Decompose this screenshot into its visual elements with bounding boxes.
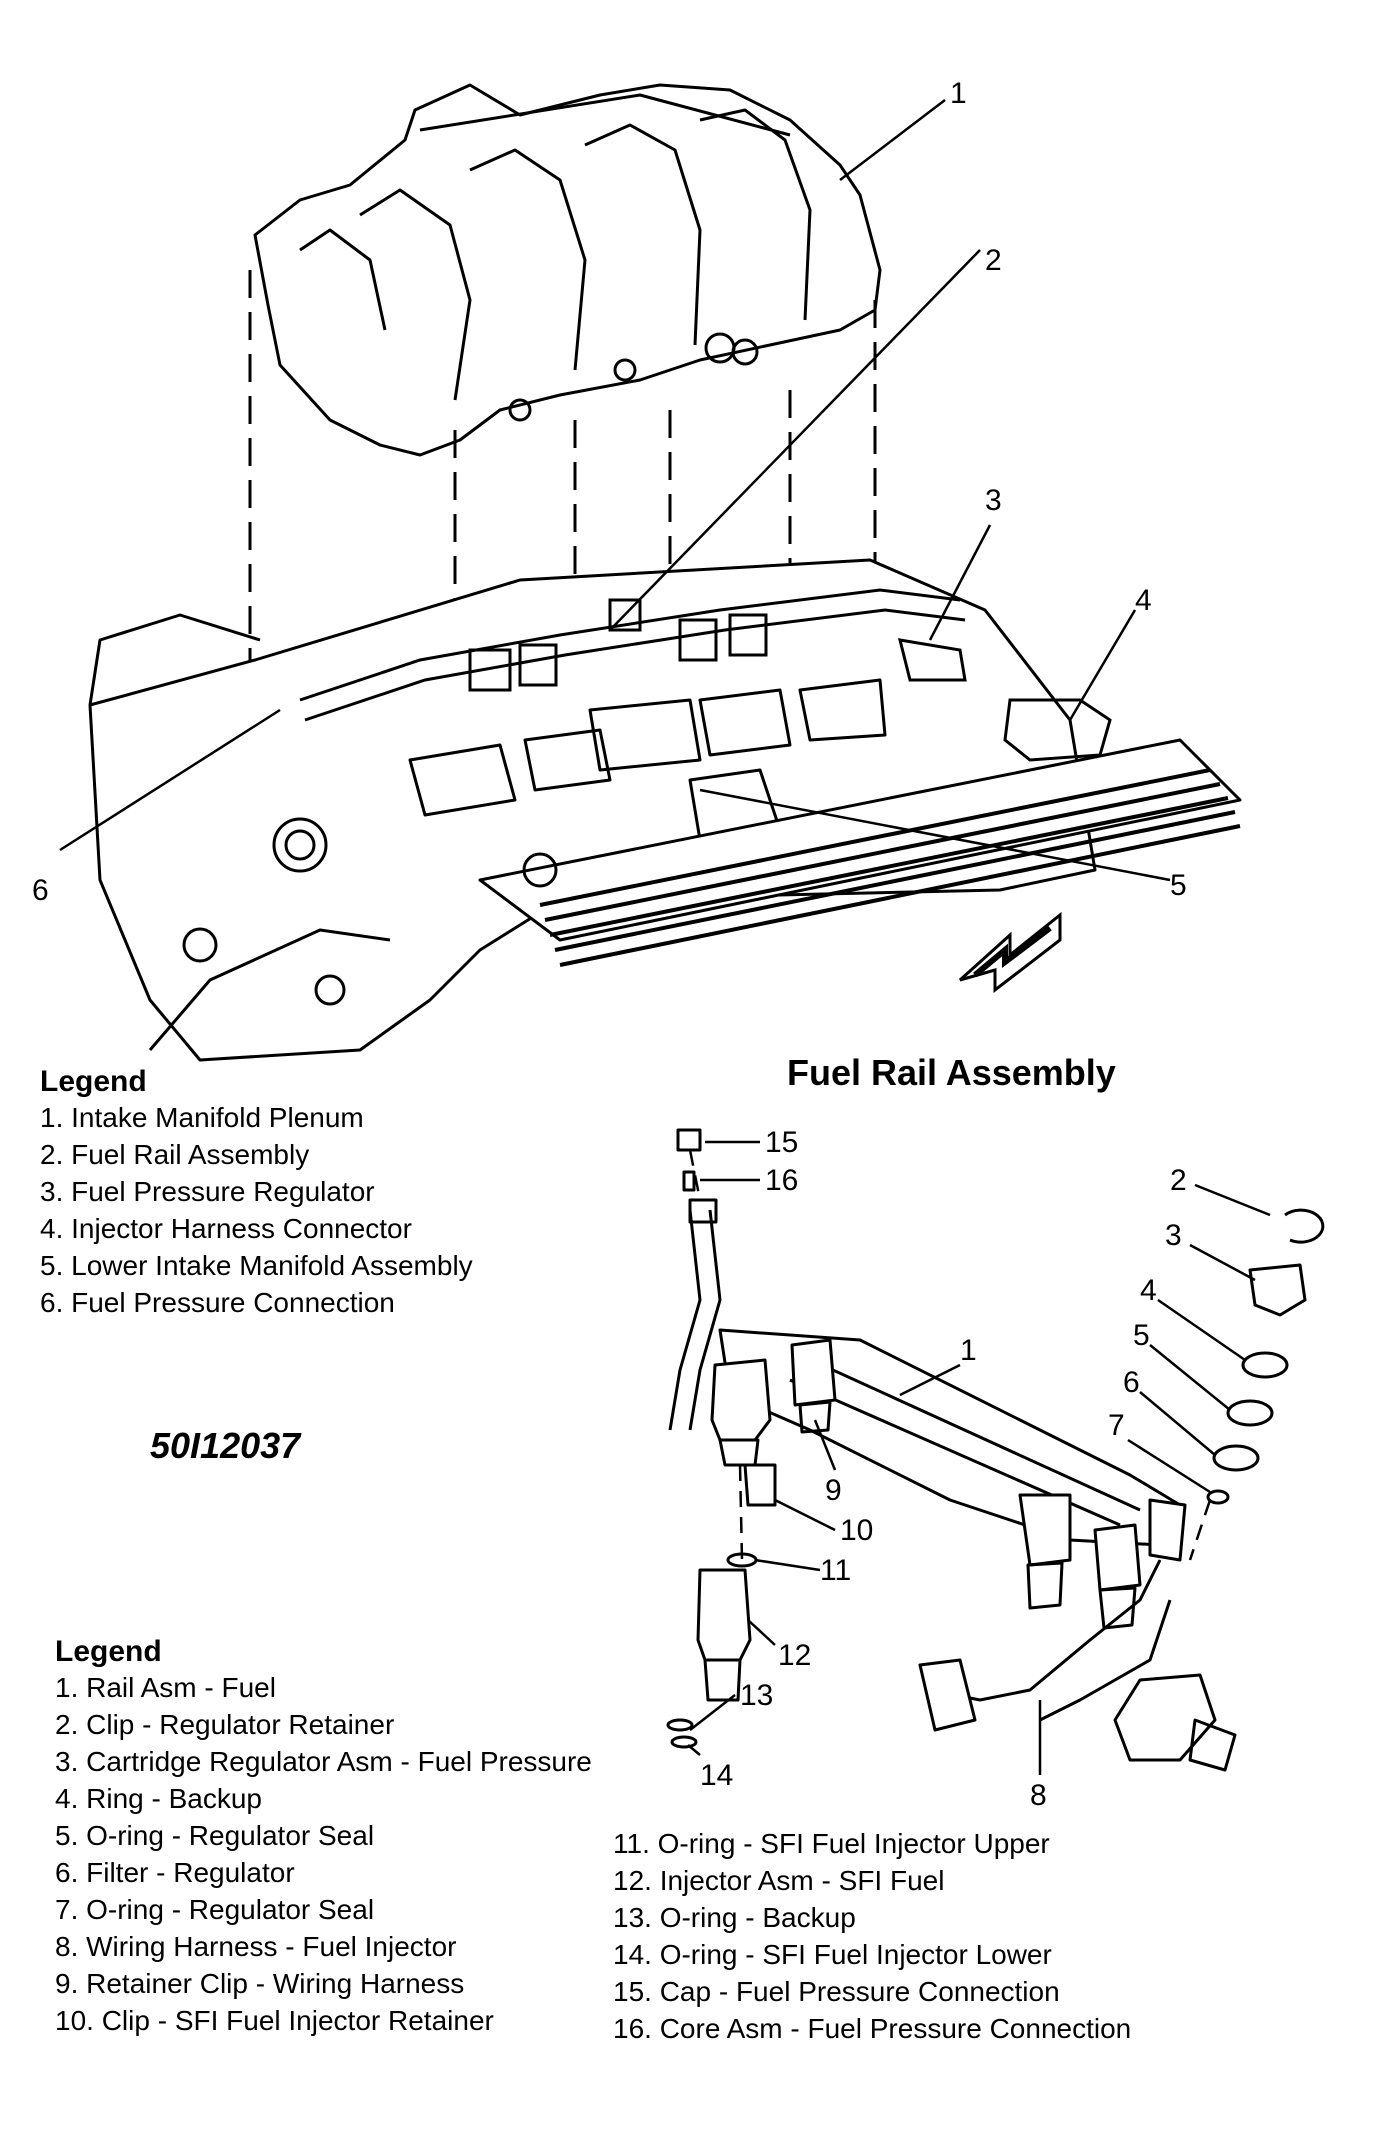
top-callout-leaders — [59, 99, 1171, 882]
fuel-rail-exploded-drawing — [666, 1128, 1325, 1772]
callout-top-5: 5 — [1170, 869, 1187, 902]
legend-bottom-item: 5. O-ring - Regulator Seal — [55, 1820, 375, 1851]
legend-bottom-item: 12. Injector Asm - SFI Fuel — [613, 1865, 945, 1896]
legend-top-item: 5. Lower Intake Manifold Assembly — [40, 1250, 473, 1281]
legend-top-item: 6. Fuel Pressure Connection — [40, 1287, 395, 1318]
callout-bottom-7: 7 — [1108, 1409, 1125, 1442]
lower-intake-manifold-drawing — [88, 558, 1242, 1062]
figure-id: 50I12037 — [150, 1425, 301, 1466]
legend-bottom-item: 15. Cap - Fuel Pressure Connection — [613, 1976, 1060, 2007]
legend-top-item: 3. Fuel Pressure Regulator — [40, 1176, 375, 1207]
callout-bottom-1: 1 — [960, 1334, 977, 1367]
front-direction-arrow-icon — [958, 911, 1062, 994]
legend-bottom-item: 16. Core Asm - Fuel Pressure Connection — [613, 2013, 1132, 2044]
callout-bottom-8: 8 — [1030, 1779, 1047, 1812]
legend-top-item: 4. Injector Harness Connector — [40, 1213, 412, 1244]
callout-bottom-5: 5 — [1133, 1319, 1150, 1352]
legend-bottom-item: 14. O-ring - SFI Fuel Injector Lower — [613, 1939, 1052, 1970]
callout-top-4: 4 — [1135, 584, 1152, 617]
installed-fuel-rail-drawing — [299, 588, 1112, 762]
legend-top-title: Legend — [40, 1065, 147, 1098]
legend-bottom-item: 10. Clip - SFI Fuel Injector Retainer — [55, 2005, 494, 2036]
legend-top-item: 1. Intake Manifold Plenum — [40, 1102, 364, 1133]
exploded-dashed-lines — [688, 1149, 1212, 1561]
callout-bottom-6: 6 — [1123, 1366, 1140, 1399]
legend-bottom-item: 11. O-ring - SFI Fuel Injector Upper — [613, 1828, 1050, 1859]
legend-bottom-item: 6. Filter - Regulator — [55, 1857, 295, 1888]
top-callout-labels: 1 2 3 4 5 6 — [32, 77, 1187, 907]
callout-bottom-13: 13 — [740, 1679, 773, 1712]
callout-bottom-10: 10 — [840, 1514, 873, 1547]
callout-bottom-12: 12 — [778, 1639, 811, 1672]
callout-bottom-2: 2 — [1170, 1164, 1187, 1197]
callout-bottom-9: 9 — [825, 1474, 842, 1507]
callout-bottom-16: 16 — [765, 1164, 798, 1197]
legend-top: Legend 1. Intake Manifold Plenum 2. Fuel… — [40, 1065, 473, 1321]
legend-bottom-item: 13. O-ring - Backup — [613, 1902, 856, 1933]
legend-bottom-item: 2. Clip - Regulator Retainer — [55, 1709, 395, 1740]
legend-bottom-item: 7. O-ring - Regulator Seal — [55, 1894, 375, 1925]
legend-top-item: 2. Fuel Rail Assembly — [40, 1139, 310, 1170]
callout-bottom-14: 14 — [700, 1759, 733, 1792]
legend-bottom-item: 3. Cartridge Regulator Asm - Fuel Pressu… — [55, 1746, 592, 1777]
legend-bottom-item: 1. Rail Asm - Fuel — [55, 1672, 276, 1703]
assembly-title: Fuel Rail Assembly — [787, 1052, 1116, 1093]
bottom-callout-labels: 1 2 3 4 5 6 7 8 9 10 11 12 13 14 15 16 — [700, 1126, 1187, 1812]
legend-bottom-title: Legend — [55, 1635, 162, 1668]
intake-manifold-plenum-drawing — [253, 83, 882, 457]
legend-bottom-right: 11. O-ring - SFI Fuel Injector Upper 12.… — [613, 1825, 1131, 2047]
legend-bottom-item: 8. Wiring Harness - Fuel Injector — [55, 1931, 457, 1962]
callout-top-1: 1 — [950, 77, 967, 110]
callout-bottom-15: 15 — [765, 1126, 798, 1159]
callout-top-3: 3 — [985, 484, 1002, 517]
callout-bottom-11: 11 — [820, 1554, 851, 1587]
legend-bottom-item: 4. Ring - Backup — [55, 1783, 262, 1814]
bottom-callout-leaders — [687, 1140, 1271, 1775]
callout-top-2: 2 — [985, 244, 1002, 277]
callout-bottom-3: 3 — [1165, 1219, 1182, 1252]
legend-bottom-item: 9. Retainer Clip - Wiring Harness — [55, 1968, 465, 1999]
callout-bottom-4: 4 — [1140, 1274, 1157, 1307]
legend-bottom: Legend 1. Rail Asm - Fuel 2. Clip - Regu… — [55, 1635, 592, 2039]
callout-top-6: 6 — [32, 874, 49, 907]
